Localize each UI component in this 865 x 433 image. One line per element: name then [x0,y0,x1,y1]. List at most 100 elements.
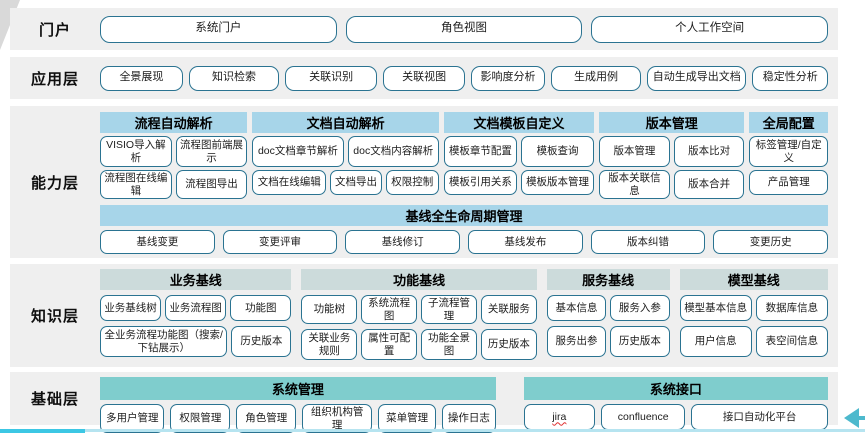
diagram-box: 服务入参 [610,295,670,321]
diagram-box: 功能图 [230,295,292,321]
diagram-box: 个人工作空间 [591,15,829,43]
diagram-box: 功能全景图 [421,329,477,361]
diagram-box: 全业务流程功能图（搜索/下钻展示） [100,326,228,357]
diagram-box: 权限管理 [170,404,231,433]
diagram-box: 流程图前端展示 [175,136,248,167]
left-arrow-icon [844,408,859,428]
diagram-box: 数据库信息 [755,295,828,321]
diagram-box: 文档导出 [330,170,382,195]
layer-label: 知识层 [30,308,79,325]
diagram-box: 用户信息 [679,326,752,357]
group-header: 服务基线 [546,269,670,290]
diagram-box: 历史版本 [610,326,670,357]
diagram-box: 标签管理/自定义 [749,136,828,167]
diagram-box: 角色视图 [345,15,583,43]
diagram-box: 文档在线编辑 [252,170,327,195]
diagram-box: 基线变更 [100,230,215,255]
diagram-box: 业务流程图 [165,295,227,321]
diagram-box: 业务基线树 [100,295,162,321]
group-header: 系统接口 [523,377,828,400]
diagram-box: 知识检索 [188,65,280,91]
layer-label: 门户 [38,21,71,39]
diagram-box: 全景展现 [100,65,183,91]
diagram-box: 模板章节配置 [443,136,517,167]
diagram-box: 系统门户 [100,15,337,43]
diagram-box: 历史版本 [480,329,537,361]
arrow-tail [858,416,865,420]
diagram-box: 流程图在线编辑 [100,170,172,200]
knowledge-group: 服务基线 基本信息 服务入参 服务出参 历史版本 [546,269,670,360]
diagram-box: 表空间信息 [755,326,828,357]
diagram-box: 关联视图 [383,65,466,91]
diagram-box: 基本信息 [546,295,607,321]
diagram-box: 影响度分析 [471,65,545,91]
group-header: 功能基线 [301,269,537,290]
group-header: 版本管理 [599,112,745,133]
group-header: 模型基线 [679,269,828,290]
group-header: 文档自动解析 [252,112,439,133]
diagram-box: 功能树 [301,295,358,325]
layer-band-application: 应用层 全景展现 知识检索 关联识别 关联视图 影响度分析 生成用例 自动生成导… [10,57,838,99]
diagram-box: 模板查询 [521,136,595,167]
diagram-box: 版本管理 [599,136,670,167]
group-header: 系统管理 [100,377,496,400]
diagram-box: 自动生成导出文档 [647,65,747,91]
diagram-box: 系统流程图 [361,295,418,325]
diagram-box: 基线发布 [468,230,583,255]
diagram-box: 基线修订 [345,230,461,255]
diagram-box: 变更历史 [713,230,829,255]
diagram-box: 生成用例 [550,65,642,91]
diagram-box: 接口自动化平台 [691,404,828,430]
diagram-box: 关联识别 [285,65,378,91]
layer-label: 能力层 [30,174,79,192]
capability-group: 全局配置 标签管理/自定义 产品管理 [749,112,828,199]
diagram-box: 权限控制 [385,170,439,195]
diagram-box: 模板引用关系 [443,170,517,195]
diagram-box: 模型基本信息 [679,295,752,321]
diagram-box: 版本合并 [673,170,745,200]
bottom-border-line [0,429,865,432]
diagram-box: 稳定性分析 [752,65,829,91]
diagram-box: 服务出参 [546,326,607,357]
diagram-box: VISIO导入解析 [100,136,172,167]
layer-band-capability: 能力层 流程自动解析 VISIO导入解析 流程图前端展示 流程图在线编辑 流程图… [10,106,838,258]
capability-group: 文档模板自定义 模板章节配置 模板查询 模板引用关系 模板版本管理 [443,112,595,199]
diagram-box: 组织机构管理 [302,404,373,433]
diagram-box: 属性可配置 [361,329,418,361]
diagram-box: doc文档章节解析 [252,136,344,167]
group-header: 流程自动解析 [100,112,248,133]
layer-label: 基础层 [30,391,79,408]
diagram-box: 模板版本管理 [521,170,595,195]
knowledge-group: 业务基线 业务基线树 业务流程图 功能图 全业务流程功能图（搜索/下钻展示） 历… [100,269,292,360]
capability-group: 流程自动解析 VISIO导入解析 流程图前端展示 流程图在线编辑 流程图导出 [100,112,248,200]
group-header: 业务基线 [100,269,292,290]
diagram-box: confluence [601,404,686,430]
diagram-box: 关联业务规则 [301,329,358,361]
diagram-box: 版本纠错 [590,230,706,255]
diagram-box: 流程图导出 [175,170,248,200]
diagram-box: 操作日志 [442,404,496,433]
foundation-group: 系统接口 jira confluence 接口自动化平台 [523,377,828,433]
group-header: 文档模板自定义 [443,112,595,133]
diagram-box: 子流程管理 [421,295,477,325]
knowledge-group: 模型基线 模型基本信息 数据库信息 用户信息 表空间信息 [679,269,828,360]
diagram-box: 版本比对 [673,136,745,167]
group-header: 全局配置 [749,112,828,133]
diagram-box: 菜单管理 [378,404,437,433]
bottom-accent-line [0,429,85,433]
diagram-box: 变更评审 [222,230,338,255]
knowledge-group: 功能基线 功能树 系统流程图 子流程管理 关联服务 关联业务规则 属性可配置 功… [301,269,537,361]
diagram-box: 产品管理 [749,170,828,195]
layer-label: 应用层 [30,70,79,88]
diagram-box: 关联服务 [480,295,537,325]
diagram-box: 版本关联信息 [599,170,670,200]
baseline-banner: 基线全生命周期管理 [100,205,828,227]
layer-band-portal: 门户 系统门户 角色视图 个人工作空间 [10,8,838,50]
diagram-box: doc文档内容解析 [347,136,439,167]
capability-group: 版本管理 版本管理 版本比对 版本关联信息 版本合并 [599,112,745,200]
diagram-box: jira [523,404,596,430]
layer-band-foundation: 基础层 系统管理 多用户管理 权限管理 角色管理 组织机构管理 菜单管理 操作日… [10,372,838,433]
diagram-box: 历史版本 [231,326,292,357]
foundation-group: 系统管理 多用户管理 权限管理 角色管理 组织机构管理 菜单管理 操作日志 [100,377,496,433]
